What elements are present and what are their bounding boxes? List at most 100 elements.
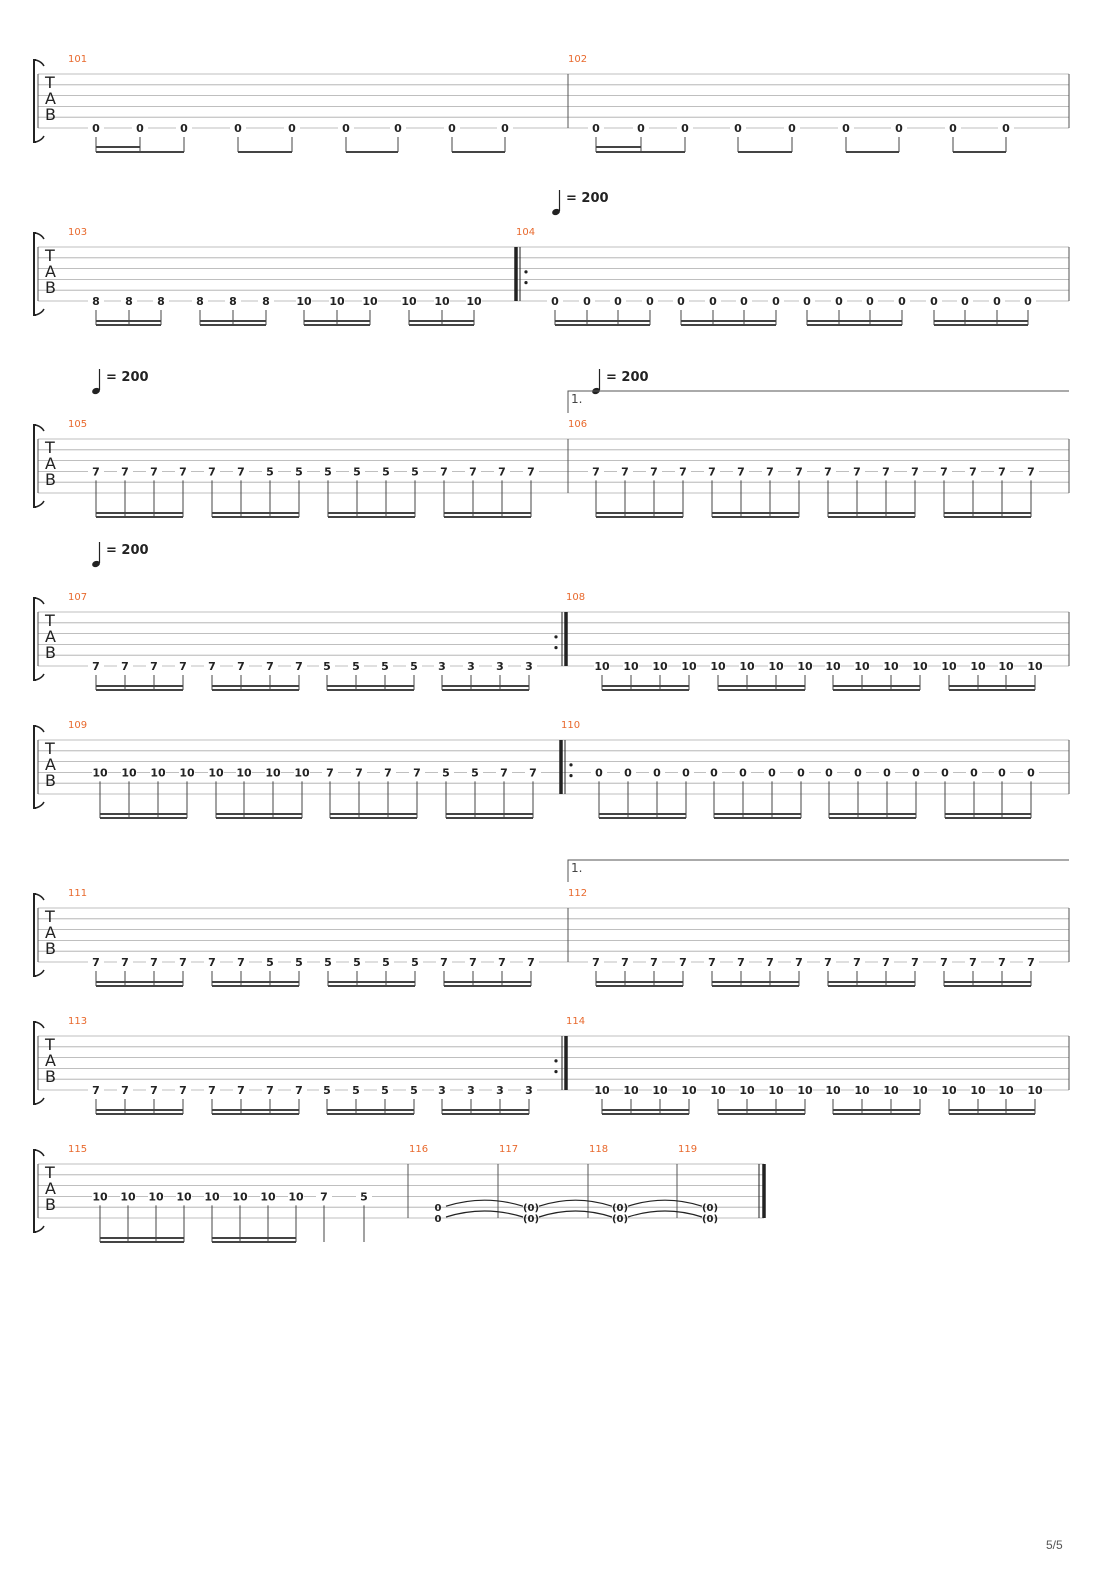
- fret-number: 10: [681, 660, 697, 673]
- fret-backdrop: [523, 957, 539, 968]
- fret-number: 10: [208, 766, 224, 779]
- fret-number: 5: [381, 660, 389, 673]
- tie-curve: [445, 1199, 524, 1207]
- fret-number: 0: [637, 122, 645, 135]
- system-bracket: [33, 59, 36, 143]
- tab-clef-letter: B: [45, 1195, 56, 1214]
- fret-backdrop: [588, 123, 604, 134]
- tab-clef-letter: T: [44, 1163, 55, 1182]
- fret-backdrop: [1023, 466, 1039, 478]
- fret-number: 7: [237, 660, 245, 673]
- fret-number: 7: [179, 1084, 187, 1097]
- fret-number: 7: [266, 660, 274, 673]
- fret-number: 0: [930, 295, 938, 308]
- fret-backdrop: [945, 123, 961, 134]
- fret-number: 10: [710, 1084, 726, 1097]
- fret-number: 10: [912, 660, 928, 673]
- measure-number: 102: [568, 54, 587, 65]
- fret-number: 10: [1027, 660, 1043, 673]
- fret-number: 7: [795, 465, 803, 478]
- fret-backdrop: [704, 957, 720, 968]
- measure-number: 115: [68, 1144, 87, 1155]
- fret-backdrop: [150, 767, 166, 779]
- tab-clef-letter: T: [44, 907, 55, 926]
- fret-number: 7: [737, 465, 745, 478]
- fret-backdrop: [970, 1085, 986, 1096]
- fret-number: 3: [525, 1084, 533, 1097]
- fret-number: 10: [121, 766, 137, 779]
- fret-backdrop: [610, 296, 626, 307]
- fret-number: 7: [295, 1084, 303, 1097]
- fret-backdrop: [492, 1085, 508, 1096]
- fret-backdrop: [652, 1085, 668, 1096]
- fret-backdrop: [730, 123, 746, 134]
- tab-clef-letter: T: [44, 73, 55, 92]
- fret-backdrop: [791, 466, 807, 478]
- fret-backdrop: [320, 957, 336, 968]
- fret-backdrop: [438, 767, 454, 779]
- fret-number: 5: [352, 1084, 360, 1097]
- fret-backdrop: [436, 957, 452, 968]
- fret-number: 7: [237, 465, 245, 478]
- fret-number: 0: [883, 766, 891, 779]
- fret-backdrop: [739, 1085, 755, 1096]
- fret-number: 7: [1027, 956, 1035, 969]
- fret-number: 10: [998, 660, 1014, 673]
- fret-number: 0: [803, 295, 811, 308]
- fret-number: 5: [295, 465, 303, 478]
- fret-number: 10: [232, 1190, 248, 1203]
- fret-number: 0: [342, 122, 350, 135]
- fret-number: 5: [266, 956, 274, 969]
- fret-backdrop: [467, 767, 483, 779]
- system-bracket-top-hook: [35, 59, 45, 67]
- fret-number: 10: [148, 1190, 164, 1203]
- fret-backdrop: [579, 296, 595, 307]
- fret-backdrop: [92, 1191, 108, 1203]
- fret-backdrop: [390, 123, 406, 134]
- fret-backdrop: [233, 957, 249, 968]
- fret-backdrop: [88, 1085, 104, 1096]
- fret-number: 7: [469, 956, 477, 969]
- fret-backdrop: [894, 296, 910, 307]
- fret-backdrop: [291, 957, 307, 968]
- fret-backdrop: [821, 767, 837, 779]
- fret-backdrop: [320, 466, 336, 478]
- fret-backdrop: [681, 661, 697, 672]
- fret-number: 5: [353, 956, 361, 969]
- system-bracket: [33, 893, 36, 977]
- fret-backdrop: [966, 767, 982, 779]
- fret-backdrop: [204, 466, 220, 478]
- fret-number: 0: [998, 766, 1006, 779]
- repeat-dot: [569, 774, 573, 778]
- fret-backdrop: [120, 1191, 136, 1203]
- fret-number: 8: [196, 295, 204, 308]
- fret-number: 10: [296, 295, 312, 308]
- fret-backdrop: [192, 296, 208, 307]
- fret-number: 10: [797, 660, 813, 673]
- repeat-dot: [524, 270, 528, 274]
- tempo-marking: = 200: [566, 191, 609, 206]
- fret-number: 7: [498, 465, 506, 478]
- fret-backdrop: [351, 767, 367, 779]
- fret-number: 0: [709, 295, 717, 308]
- fret-number: 5: [382, 465, 390, 478]
- fret-number: 5: [442, 766, 450, 779]
- fret-backdrop: [547, 296, 563, 307]
- fret-backdrop: [322, 767, 338, 779]
- fret-number: 5: [360, 1190, 368, 1203]
- fret-backdrop: [378, 957, 394, 968]
- measure-number: 118: [589, 1144, 608, 1155]
- fret-number: 7: [650, 465, 658, 478]
- fret-backdrop: [380, 767, 396, 779]
- fret-number: 10: [941, 660, 957, 673]
- fret-backdrop: [348, 661, 364, 672]
- fret-backdrop: [230, 123, 246, 134]
- fret-backdrop: [176, 1191, 192, 1203]
- fret-backdrop: [617, 466, 633, 478]
- fret-number: 7: [92, 660, 100, 673]
- tab-clef-letter: T: [44, 246, 55, 265]
- measure-number: 119: [678, 1144, 697, 1155]
- fret-number: 10: [594, 660, 610, 673]
- fret-number: 0: [740, 295, 748, 308]
